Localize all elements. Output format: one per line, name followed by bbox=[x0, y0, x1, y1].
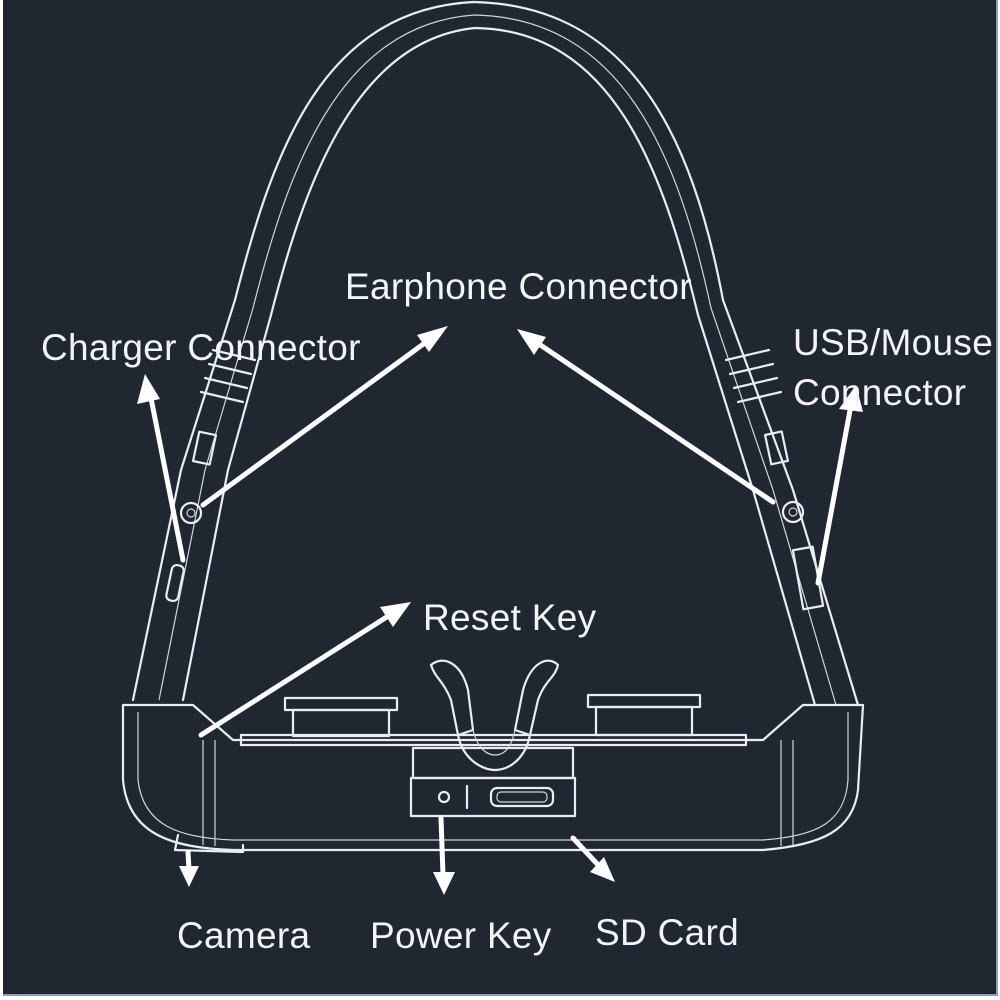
label-charger-connector: Charger Connector bbox=[41, 327, 361, 368]
right-block-cap bbox=[586, 693, 702, 709]
arrowhead-earphone-right bbox=[517, 329, 546, 355]
callout-labels: Earphone Connector Charger Connector USB… bbox=[41, 266, 993, 956]
body-inner-line bbox=[137, 712, 849, 841]
label-usb-mouse-line1: USB/Mouse bbox=[793, 322, 993, 363]
left-block-cap bbox=[283, 696, 399, 712]
label-reset-key: Reset Key bbox=[423, 597, 597, 638]
callout-arrows bbox=[137, 326, 863, 895]
right-earbud-hook bbox=[513, 659, 560, 737]
arrowhead-usb bbox=[839, 385, 863, 412]
left-port-upper bbox=[191, 430, 218, 466]
left-earbud-hook bbox=[429, 659, 475, 737]
arrowhead-reset bbox=[380, 602, 411, 627]
band-mid-edge bbox=[158, 14, 837, 706]
camera-tab bbox=[173, 833, 245, 854]
sd-card-slot bbox=[489, 786, 555, 808]
earbud-cradle bbox=[456, 733, 532, 772]
right-earphone-jack bbox=[781, 500, 805, 524]
arrow-usb bbox=[815, 402, 854, 586]
label-earphone-connector: Earphone Connector bbox=[345, 266, 692, 307]
center-panel-upper bbox=[411, 746, 575, 780]
right-rib-joint bbox=[724, 348, 783, 404]
band-outer-edge bbox=[131, 0, 860, 707]
right-earphone-jack-inner bbox=[788, 507, 798, 517]
left-block bbox=[291, 708, 391, 738]
body-outline bbox=[121, 703, 865, 852]
arrow-reset bbox=[198, 610, 396, 738]
left-rib-joint bbox=[199, 348, 257, 404]
device-diagram: Earphone Connector Charger Connector USB… bbox=[41, 0, 993, 956]
reset-hole bbox=[437, 790, 451, 804]
label-usb-mouse-line2: Connector bbox=[793, 372, 966, 413]
center-panel-front bbox=[409, 776, 577, 818]
body-top-plate bbox=[239, 733, 748, 747]
arrowhead-power bbox=[433, 872, 455, 895]
arrowhead-camera bbox=[179, 866, 199, 887]
left-charger-port bbox=[165, 563, 185, 603]
left-earphone-jack bbox=[179, 501, 203, 525]
label-power-key: Power Key bbox=[370, 915, 552, 956]
right-block bbox=[594, 705, 694, 737]
band-inner-edge bbox=[181, 26, 817, 707]
arrowhead-charger bbox=[137, 374, 160, 404]
arrow-charger bbox=[147, 390, 186, 563]
arrow-sd bbox=[570, 835, 603, 870]
neckband-device-drawing bbox=[121, 0, 865, 854]
arrowhead-sd bbox=[590, 857, 615, 882]
right-port-upper bbox=[763, 430, 790, 466]
arrow-earphone-right bbox=[530, 337, 776, 505]
diagram-canvas: Earphone Connector Charger Connector USB… bbox=[3, 0, 998, 996]
label-sd-card: SD Card bbox=[595, 912, 739, 953]
arrow-power bbox=[438, 815, 446, 878]
arrow-earphone-left bbox=[200, 334, 436, 508]
label-camera: Camera bbox=[177, 915, 311, 956]
arrowhead-earphone-left bbox=[417, 326, 448, 352]
left-earphone-jack-inner bbox=[186, 508, 196, 518]
